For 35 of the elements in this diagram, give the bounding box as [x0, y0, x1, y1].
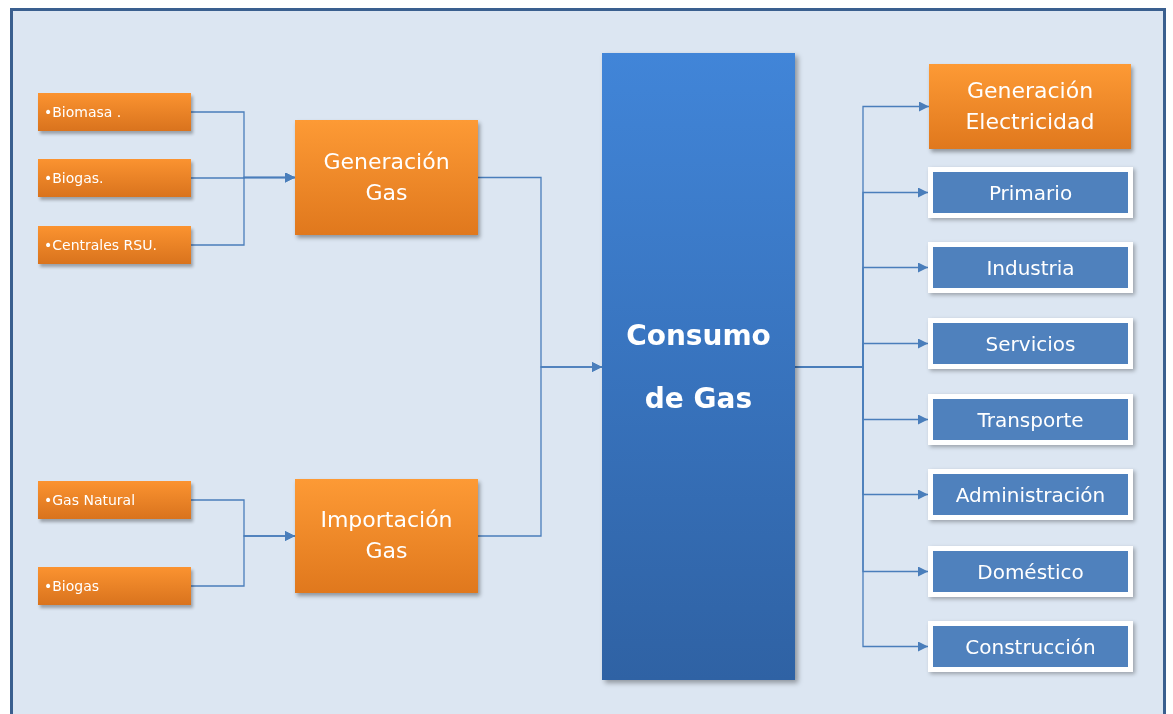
- source-box: [38, 226, 191, 264]
- box-label: Doméstico: [977, 559, 1084, 584]
- process-box: [295, 120, 478, 235]
- box-label: Generación Electricidad: [964, 76, 1096, 136]
- box-label: Importación Gas: [319, 506, 454, 565]
- sector-box: [928, 546, 1133, 597]
- source-box: [38, 159, 191, 197]
- connector-arrow: [477, 362, 603, 537]
- box-label: Generación Gas: [322, 147, 451, 207]
- sector-box: [928, 394, 1133, 445]
- process-box: [929, 64, 1131, 149]
- connector-arrow: [190, 172, 296, 246]
- box-label: Construcción: [965, 634, 1096, 659]
- connector-arrow: [190, 531, 296, 587]
- box-label: Administración: [955, 482, 1106, 507]
- source-box: [38, 481, 191, 519]
- box-label: Industria: [986, 255, 1075, 280]
- box-label: •Biogas.: [44, 170, 104, 186]
- sector-box: [928, 318, 1133, 369]
- sector-box: [928, 167, 1133, 218]
- consumption-box: [602, 53, 795, 680]
- box-label: Transporte: [977, 407, 1084, 432]
- source-box: [38, 567, 191, 605]
- box-label: •Biomasa .: [44, 104, 122, 120]
- box-label: Servicios: [985, 331, 1076, 356]
- sector-box: [928, 469, 1133, 520]
- source-box: [38, 93, 191, 131]
- sector-box: [928, 621, 1133, 672]
- box-label: •Gas Natural: [44, 492, 136, 508]
- process-box: [295, 479, 478, 593]
- box-label: •Biogas: [44, 578, 100, 594]
- box-label: Consumo de Gas: [625, 317, 772, 417]
- sector-box: [928, 242, 1133, 293]
- box-label: Primario: [988, 180, 1073, 205]
- box-label: •Centrales RSU.: [44, 237, 157, 253]
